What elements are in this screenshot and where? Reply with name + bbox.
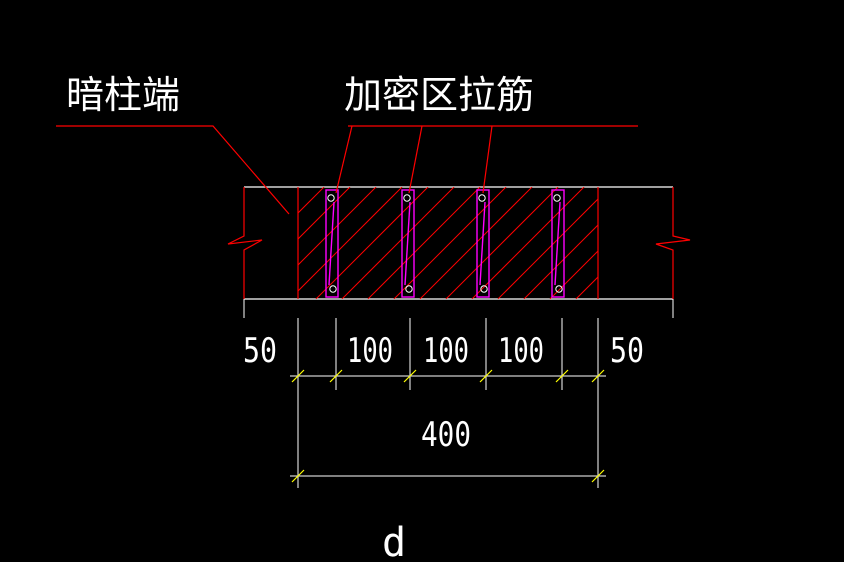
dim-spacing-1: 100 — [347, 331, 393, 371]
hatch-line — [393, 187, 507, 299]
hatch-line — [341, 187, 455, 299]
column-end-leader — [56, 125, 290, 215]
dim-left-edge: 50 — [243, 331, 277, 371]
dim-right-edge: 50 — [610, 331, 644, 371]
tie-hook-line — [479, 201, 486, 286]
hatch-line — [367, 187, 481, 299]
hatch-line — [419, 187, 533, 299]
hatch-line — [471, 187, 585, 299]
hatch-line — [575, 276, 598, 299]
hatch-line — [497, 198, 598, 299]
break-lines — [227, 187, 691, 299]
hatch-line — [298, 187, 377, 266]
tie-leader-2 — [408, 125, 423, 194]
dim-total: 400 — [421, 415, 471, 455]
rebar-dot — [405, 285, 413, 293]
tie-leader-3 — [482, 125, 493, 194]
tie-hook-line — [554, 201, 561, 286]
wall-outline — [244, 186, 673, 300]
tick — [591, 469, 605, 483]
tick — [591, 369, 605, 383]
rebar-dot — [327, 194, 335, 202]
dim-spacing-2: 100 — [423, 331, 469, 371]
rebar-dot — [329, 285, 337, 293]
tie-leader-1 — [335, 125, 353, 194]
tick — [555, 369, 569, 383]
left-break-line — [227, 187, 263, 299]
tie-bar-outline — [325, 189, 339, 298]
hatch-line — [549, 250, 598, 299]
extension-lines — [243, 299, 674, 488]
tie-bars — [325, 189, 565, 298]
column-end-label: 暗柱端 — [66, 73, 180, 117]
tie-hook-line — [328, 201, 335, 286]
rebar-dot — [553, 194, 561, 202]
rebar-dot — [555, 285, 563, 293]
tie-bar-outline — [551, 189, 565, 298]
tie-bar — [401, 189, 415, 298]
tie-bar — [551, 189, 565, 298]
depth-symbol: d — [382, 520, 406, 562]
hatch-line — [298, 187, 325, 214]
rebar-dot — [480, 285, 488, 293]
tie-bar-outline — [401, 189, 415, 298]
hatch-line — [523, 224, 598, 299]
leader-lines — [56, 125, 638, 215]
tick — [403, 369, 417, 383]
right-break-line — [655, 187, 691, 299]
hatch-line — [298, 187, 351, 240]
dense-zone-tie-label: 加密区拉筋 — [344, 73, 534, 117]
hatch-line — [298, 187, 403, 292]
dimension-ticks — [291, 369, 605, 483]
dim-spacing-3: 100 — [498, 331, 544, 371]
hatch-pattern — [298, 187, 598, 299]
tick — [329, 369, 343, 383]
hatch-line — [445, 187, 559, 299]
hatch-line — [298, 187, 299, 188]
tie-bar — [325, 189, 339, 298]
tick — [479, 369, 493, 383]
tick — [291, 469, 305, 483]
dense-zone-bounds — [297, 187, 599, 299]
tick — [291, 369, 305, 383]
dimension-lines — [290, 375, 606, 477]
tie-hook-line — [404, 201, 411, 286]
rebar-dot — [403, 194, 411, 202]
rebar-dot — [478, 194, 486, 202]
